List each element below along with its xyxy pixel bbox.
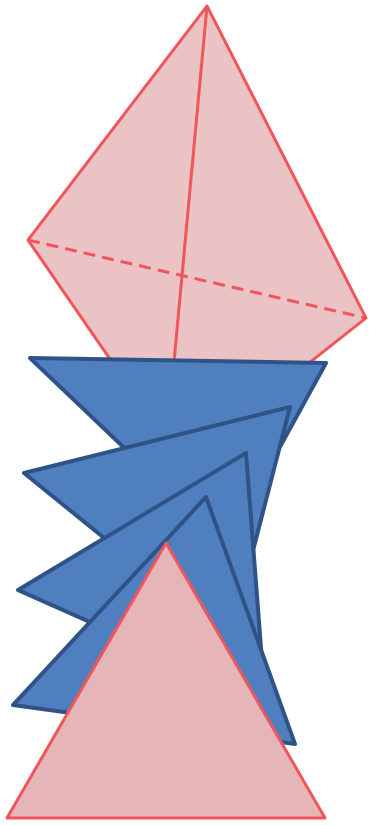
top-pink-kite — [28, 6, 366, 378]
kite-shape — [28, 6, 366, 378]
